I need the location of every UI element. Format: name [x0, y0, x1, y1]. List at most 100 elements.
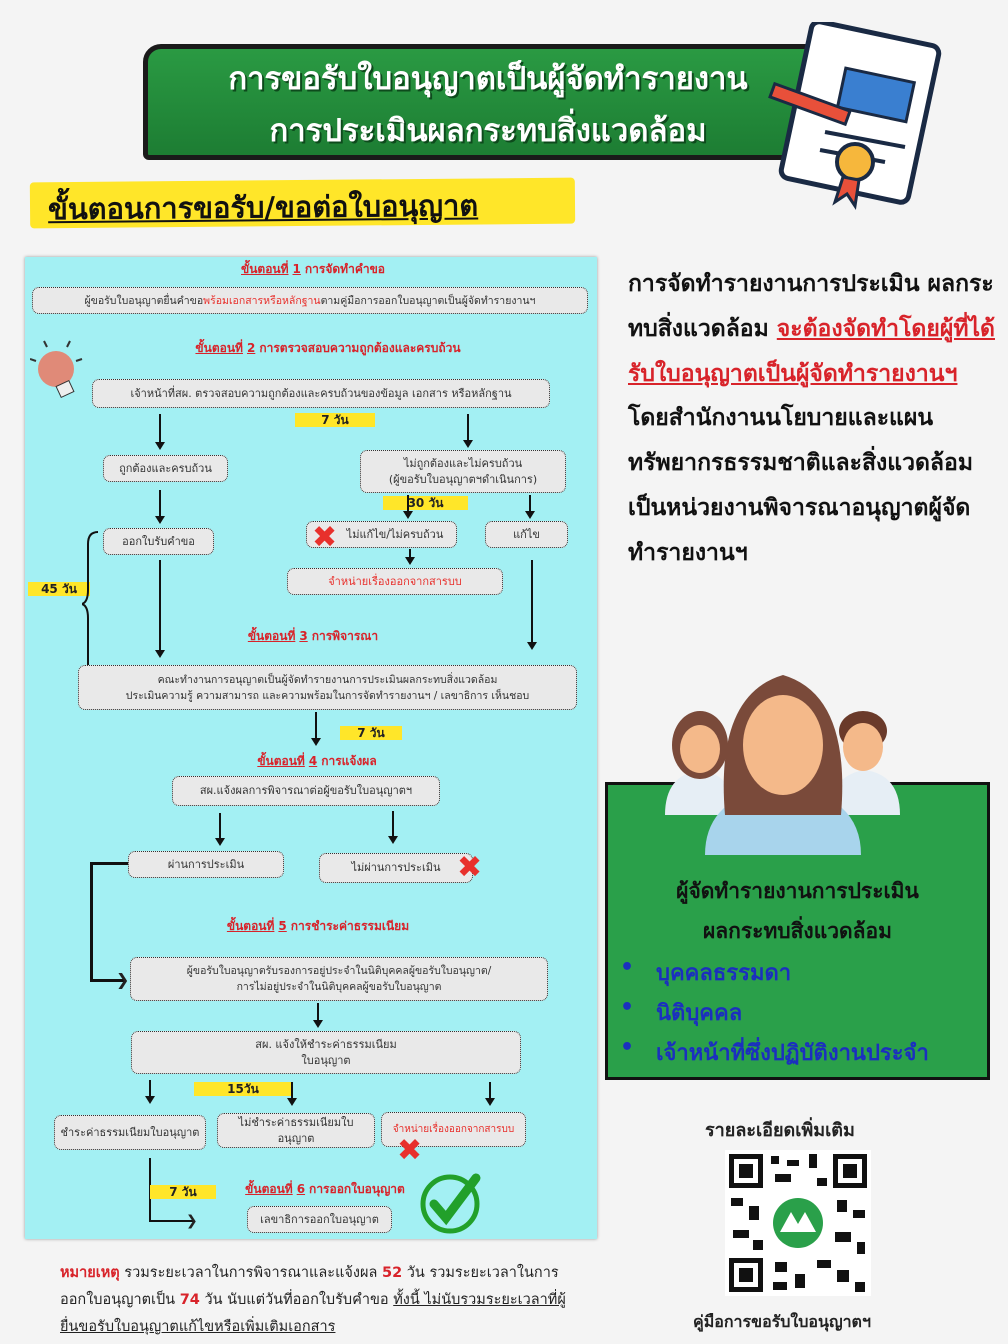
- step-title: การชำระค่าธรรมเนียม: [290, 919, 410, 933]
- days-label: 30 วัน: [383, 496, 468, 510]
- step-num: 1: [292, 262, 301, 276]
- remark-note: หมายเหตุ รวมระยะเวลาในการพิจารณาและแจ้งผ…: [60, 1260, 580, 1341]
- dismiss-box: จำหน่ายเรื่องออกจากสารบบ: [287, 568, 503, 595]
- text: ใบอนุญาต: [301, 1053, 351, 1067]
- emphasis-link-text: จะต้องจัดทำโดยผู้ที่ได้รับใบอนุญาตเป็นผู…: [628, 315, 995, 387]
- box-title: ผู้จัดทำรายงานการประเมิน: [676, 879, 919, 903]
- text: วัน นับแต่วันที่ออกใบรับคำขอ: [199, 1292, 394, 1308]
- text-highlight: พร้อมเอกสารหรือหลักฐาน: [203, 294, 321, 307]
- step-word: ขั้นตอนที่: [245, 1182, 293, 1196]
- step-num: 6: [296, 1182, 306, 1196]
- arrow: [525, 495, 535, 519]
- lightbulb-icon: [30, 340, 83, 399]
- text: วัน รวมระยะเวลาในการออกใบอนุญาตเป็น: [60, 1265, 559, 1308]
- number: 52: [381, 1265, 403, 1281]
- step-num: 3: [299, 629, 308, 643]
- issue-license-box: เลขาธิการออกใบอนุญาต: [247, 1206, 392, 1233]
- text: รวมระยะเวลาในการพิจารณาและแจ้งผล: [119, 1265, 382, 1281]
- connector: [90, 979, 126, 982]
- checkmark-icon: [420, 1173, 481, 1234]
- number: 74: [179, 1292, 200, 1308]
- step-title: การแจ้งผล: [321, 754, 377, 768]
- text: ผู้ขอรับใบอนุญาตยื่นคำขอ: [84, 294, 204, 307]
- step-title: การจัดทำคำขอ: [304, 262, 385, 276]
- title-line-1: การขอรับใบอนุญาตเป็นผู้จัดทำรายงาน: [228, 61, 748, 97]
- arrow: [388, 811, 398, 844]
- step-word: ขั้นตอนที่: [247, 629, 296, 643]
- text: ตามคู่มือการออกใบอนุญาตเป็นผู้จัดทำรายงา…: [320, 294, 536, 307]
- step-num: 5: [278, 919, 287, 933]
- step-num: 4: [308, 754, 318, 768]
- arrow: [311, 712, 321, 746]
- arrow: [145, 1080, 155, 1104]
- step-title: การตรวจสอบความถูกต้องและครบถ้วน: [259, 341, 461, 355]
- step-2-box: เจ้าหน้าที่สผ. ตรวจสอบความถูกต้องและครบถ…: [92, 379, 550, 408]
- qr-heading: รายละเอียดเพิ่มเติม: [705, 1120, 855, 1141]
- document-certificate-icon: [768, 22, 942, 211]
- subtitle: ขั้นตอนการขอรับ/ขอต่อใบอนุญาต: [47, 188, 479, 227]
- arrow-head: ❯: [116, 970, 130, 989]
- incorrect-box: ไม่ถูกต้องและไม่ครบถ้วน (ผู้ขอรับใบอนุญาต…: [360, 450, 566, 493]
- step-word: ขั้นตอนที่: [241, 262, 289, 276]
- connector: [149, 1220, 193, 1222]
- brace: [82, 531, 99, 677]
- arrow: [485, 1082, 495, 1106]
- arrow-head: ❯: [186, 1213, 198, 1229]
- step-title: การออกใบอนุญาต: [309, 1182, 405, 1196]
- step-1-box: ผู้ขอรับใบอนุญาตยื่นคำขอพร้อมเอกสารหรือห…: [32, 287, 588, 314]
- arrow: [287, 1082, 297, 1106]
- x-mark-icon: ✖: [397, 1133, 423, 1168]
- arrow: [155, 414, 165, 450]
- text: การไม่อยู่ประจำในนิติบุคคลผู้ขอรับใบอนุญ…: [236, 981, 442, 993]
- fixed-box: แก้ไข: [485, 521, 568, 548]
- title-banner: การขอรับใบอนุญาตเป็นผู้จัดทำรายงาน การปร…: [143, 44, 833, 160]
- text: คณะทำงานการอนุญาตเป็นผู้จัดทำรายงานการปร…: [157, 673, 498, 686]
- title-line-2: การประเมินผลกระทบสิ่งแวดล้อม: [269, 113, 707, 149]
- arrow: [463, 414, 473, 448]
- unpaid-box: ไม่ชำระค่าธรรมเนียมใบอนุญาต: [217, 1113, 375, 1148]
- dismiss-box: จำหน่ายเรื่องออกจากสารบบ: [381, 1112, 526, 1147]
- list-item: เจ้าหน้าที่ซึ่งปฏิบัติงานประจำ: [620, 1035, 929, 1070]
- committee-box: คณะทำงานการอนุญาตเป็นผู้จัดทำรายงานการปร…: [78, 665, 577, 710]
- list-item: นิติบุคคล: [620, 995, 742, 1030]
- step-word: ขั้นตอนที่: [226, 919, 275, 933]
- pass-box: ผ่านการประเมิน: [128, 851, 284, 878]
- days-label: 7 วัน: [340, 726, 402, 740]
- text: (ผู้ขอรับใบอนุญาตฯดำเนินการ): [388, 472, 538, 486]
- days-label: 7 วัน: [150, 1185, 216, 1199]
- x-mark-icon: ✖: [457, 850, 483, 885]
- days-label: 7 วัน: [295, 413, 375, 427]
- arrow: [403, 495, 413, 519]
- step-title: การพิจารณา: [311, 629, 379, 643]
- step-word: ขั้นตอนที่: [195, 341, 243, 355]
- days-label: 15วัน: [194, 1082, 292, 1096]
- days-label: 45 วัน: [28, 582, 90, 596]
- step-num: 2: [246, 341, 256, 355]
- connector: [90, 862, 93, 982]
- step-word: ขั้นตอนที่: [257, 754, 305, 768]
- arrow: [527, 560, 537, 650]
- correct-box: ถูกต้องและครบถ้วน: [103, 455, 228, 482]
- receipt-box: ออกใบรับคำขอ: [103, 528, 214, 555]
- text: สผ. แจ้งให้ชำระค่าธรรมเนียม: [255, 1037, 397, 1051]
- text: โดยสำนักงานนโยบายและแผนทรัพยากรธรรมชาติแ…: [628, 405, 973, 566]
- not-fixed-box: ไม่แก้ไข/ไม่ครบถ้วน: [306, 521, 457, 548]
- connector: [90, 862, 128, 865]
- x-mark-icon: ✖: [312, 520, 338, 555]
- arrow: [405, 549, 415, 565]
- fee-notice-box: สผ. แจ้งให้ชำระค่าธรรมเนียมใบอนุญาต: [131, 1031, 521, 1074]
- text: ประเมินความรู้ ความสามารถ และความพร้อมใน…: [125, 689, 530, 702]
- text: ไม่ถูกต้องและไม่ครบถ้วน: [403, 456, 523, 470]
- qr-caption: คู่มือการขอรับใบอนุญาตฯ: [693, 1312, 871, 1331]
- note-label: หมายเหตุ: [60, 1265, 120, 1281]
- people-illustration: [665, 675, 900, 855]
- arrow: [155, 490, 165, 524]
- qr-code[interactable]: [725, 1150, 871, 1296]
- arrow: [155, 560, 165, 658]
